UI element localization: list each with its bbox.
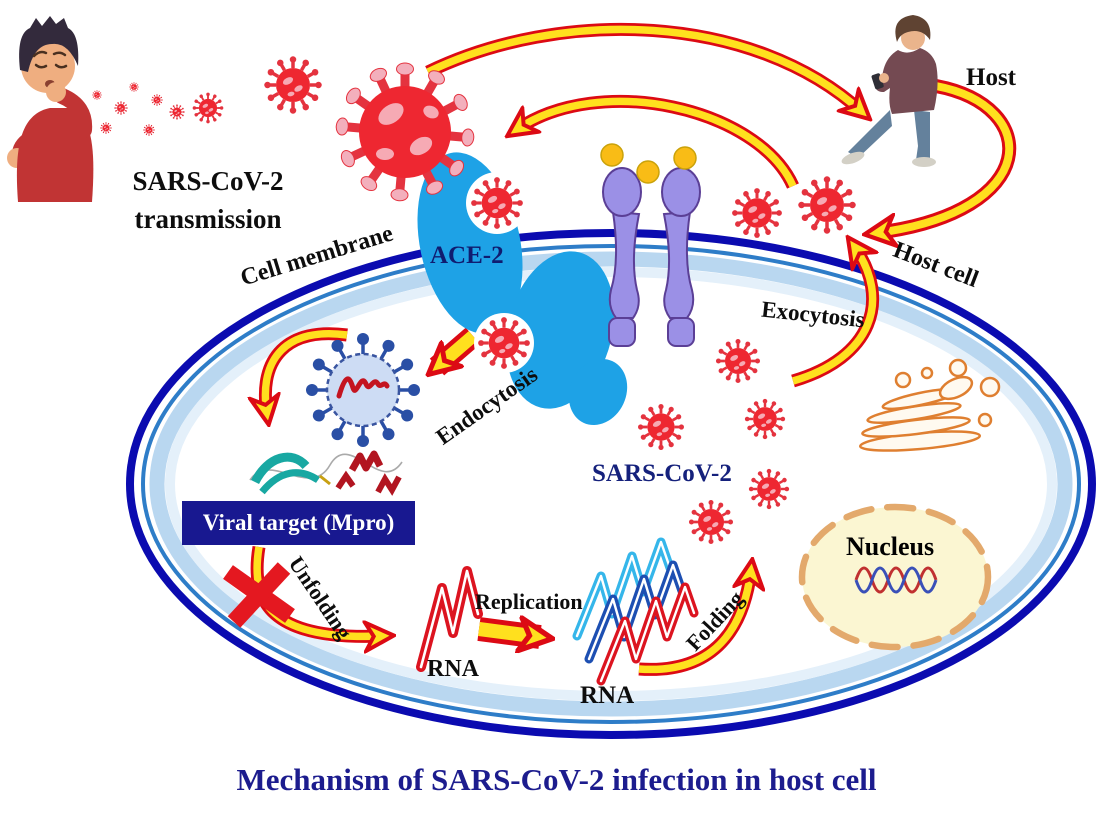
cell-membrane-ellipse xyxy=(126,229,1096,739)
coughing-person-icon xyxy=(7,16,94,202)
transmission-label-line1: SARS-CoV-2 xyxy=(132,166,284,196)
transmission-label: SARS-CoV-2 transmission xyxy=(112,163,304,239)
folding-arrow xyxy=(638,570,751,676)
endocytosis-arrow xyxy=(437,327,481,367)
mpro-protein-structure xyxy=(249,450,403,496)
nucleus-icon xyxy=(798,503,992,651)
endosome-virus-icon xyxy=(304,333,422,449)
exocytosis-arrow xyxy=(791,246,880,388)
virus-droplet-trail xyxy=(92,56,322,136)
large-virus-icon xyxy=(336,63,475,201)
host-to-hostcell-arrow xyxy=(876,79,1017,233)
rna-replicated-bundle xyxy=(572,537,699,686)
replication-label: Replication xyxy=(475,589,583,614)
inhibition-x-icon xyxy=(223,562,295,628)
ace2-label: ACE-2 xyxy=(430,242,504,269)
dna-helix-icon xyxy=(854,566,938,594)
viral-target-mpro-label: Viral target (Mpro) xyxy=(202,510,395,535)
rna-left-label: RNA xyxy=(427,656,479,682)
ace2-receptor-icon xyxy=(417,152,628,426)
viral-rna-icon xyxy=(336,376,390,399)
nucleus-label: Nucleus xyxy=(846,532,935,561)
rna-single-strand xyxy=(416,566,483,672)
rna-right-label: RNA xyxy=(580,682,635,709)
transmission-arrow-virus-to-host xyxy=(425,22,862,112)
host-person-icon xyxy=(841,15,938,167)
transmission-label-line2: transmission xyxy=(134,203,282,234)
intracellular-virus-cluster xyxy=(638,339,789,544)
viral-target-mpro-box: Viral target (Mpro) xyxy=(182,501,415,545)
ligand-dots-icon xyxy=(600,143,697,184)
membrane-receptor-icon xyxy=(602,167,701,347)
sars-cov-2-label: SARS-CoV-2 xyxy=(592,460,732,487)
figure-title: Mechanism of SARS-CoV-2 infection in hos… xyxy=(236,762,877,797)
endosome-to-mpro-arrow xyxy=(265,327,348,414)
transmission-arrow-host-to-cell xyxy=(516,95,799,189)
replication-arrow xyxy=(477,629,540,637)
golgi-apparatus-icon xyxy=(858,358,1001,452)
host-label: Host xyxy=(966,64,1016,91)
